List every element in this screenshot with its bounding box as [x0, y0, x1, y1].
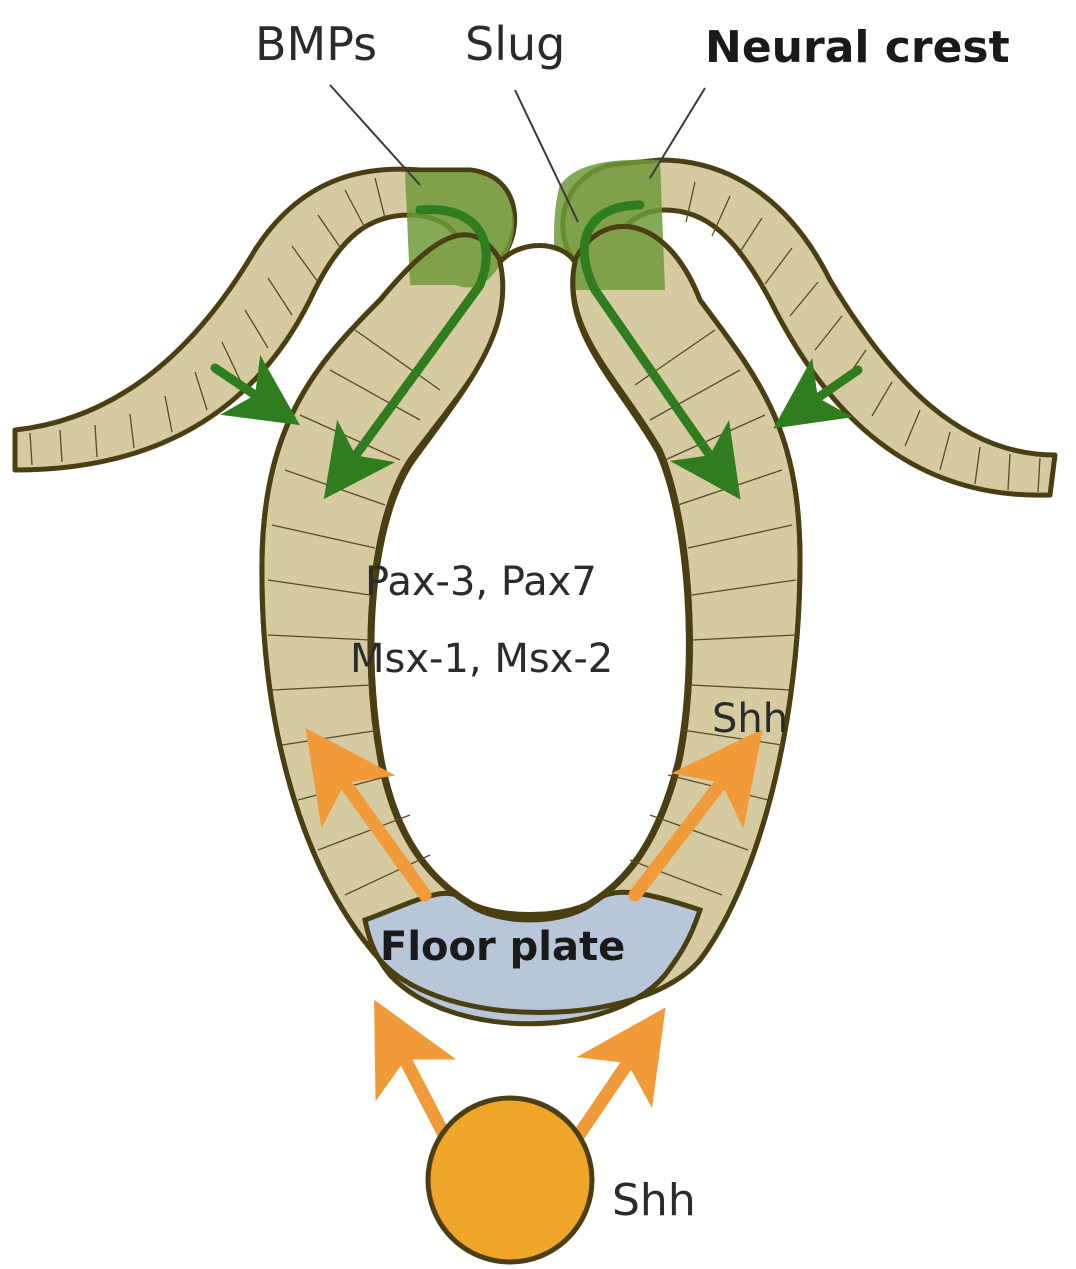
- slug-pointer: [515, 90, 578, 222]
- shh-notochord-label: Shh: [612, 1175, 696, 1226]
- shh-inner-label: Shh: [712, 696, 788, 742]
- pax-label-line2: Msx-1, Msx-2: [350, 636, 613, 682]
- bmps-label: BMPs: [255, 17, 377, 71]
- pax-label-line1: Pax-3, Pax7: [365, 559, 597, 605]
- notochord: [428, 1098, 592, 1262]
- slug-label: Slug: [465, 17, 565, 71]
- floor-plate-label: Floor plate: [380, 924, 625, 970]
- neural-crest-label: Neural crest: [705, 22, 1010, 73]
